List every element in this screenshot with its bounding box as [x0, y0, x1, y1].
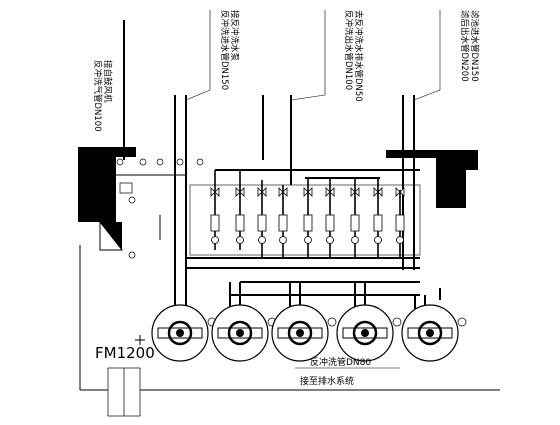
wall-notch [99, 220, 124, 251]
pump-shaft [342, 327, 388, 339]
valve-symbol [257, 187, 267, 197]
pump-shaft [277, 327, 323, 339]
check-valve-symbol [351, 236, 359, 244]
pump-impeller [287, 320, 313, 346]
valve-body [235, 214, 245, 232]
pump-impeller [167, 320, 193, 346]
valve-group [210, 187, 405, 244]
check-valve-symbol [326, 236, 334, 244]
pump-hub [426, 329, 434, 337]
pump-impeller [417, 320, 443, 346]
pump [211, 304, 277, 362]
pump [336, 304, 402, 362]
label-upper-left-a: 接自鼓风机 [102, 60, 113, 103]
label-upper-mid-a: 接反冲洗水泵 [229, 10, 240, 62]
valve-symbol [395, 187, 405, 197]
label-upper-mid2-b: 反冲洗出水管DN100 [343, 10, 354, 90]
pump-tag-circle [392, 317, 402, 327]
pump-group [151, 304, 467, 362]
drain-system-label: 接至排水系统 [300, 375, 354, 387]
check-valve-symbol [279, 236, 287, 244]
valve-stems [214, 170, 401, 258]
pump [151, 304, 217, 362]
pump-hub [296, 329, 304, 337]
pump [271, 304, 337, 362]
label-upper-left-b: 反冲洗气管DN100 [92, 60, 103, 132]
label-upper-right-b: 滤后出水管DN200 [459, 10, 470, 82]
pump-shaft [407, 327, 453, 339]
door-swing [107, 367, 141, 417]
check-valve-symbol [211, 236, 219, 244]
check-valve-symbol [304, 236, 312, 244]
gauge-circles [116, 158, 204, 259]
vertical-labels: 接自鼓风机 反冲洗气管DN100 接反冲洗水泵 反冲洗进水管DN150 去反冲洗… [92, 10, 480, 132]
valve-symbol [325, 187, 335, 197]
valve-body [350, 214, 360, 232]
pump-shaft [217, 327, 263, 339]
pump-shaft [157, 327, 203, 339]
check-valve-symbol [374, 236, 382, 244]
pump-hub [176, 329, 184, 337]
pump-tag-circle [457, 317, 467, 327]
label-upper-right-a: 滤池进水管DN150 [469, 10, 480, 82]
valve-symbol [278, 187, 288, 197]
valve-body [210, 214, 220, 232]
header-pipes [186, 169, 441, 300]
pump-impeller [352, 320, 378, 346]
valve-body [395, 214, 405, 232]
pump-hub [361, 329, 369, 337]
valve-body [325, 214, 335, 232]
building-outline [79, 174, 500, 391]
pump [401, 304, 467, 362]
backwash-pipe-label: 反冲洗管DN80 [310, 356, 371, 368]
filter-box [189, 184, 421, 256]
pump-tag-circle [327, 317, 337, 327]
pump-impeller [227, 320, 253, 346]
label-upper-mid2-a: 去反冲洗水排水管DN50 [353, 10, 364, 102]
leader-lines [185, 10, 441, 101]
check-valve-symbol [396, 236, 404, 244]
valve-symbol [210, 187, 220, 197]
valve-symbol [235, 187, 245, 197]
label-upper-mid-b: 反冲洗进水管DN150 [219, 10, 230, 90]
valve-symbol [373, 187, 383, 197]
valve-symbol [303, 187, 313, 197]
check-valve-symbol [236, 236, 244, 244]
valve-body [373, 214, 383, 232]
valve-body [303, 214, 313, 232]
valve-body [257, 214, 267, 232]
check-valve-symbol [258, 236, 266, 244]
valve-body [278, 214, 288, 232]
valve-symbol [350, 187, 360, 197]
wall-slabs [78, 147, 478, 250]
pump-hub [236, 329, 244, 337]
room-label: FM1200 [95, 344, 155, 362]
